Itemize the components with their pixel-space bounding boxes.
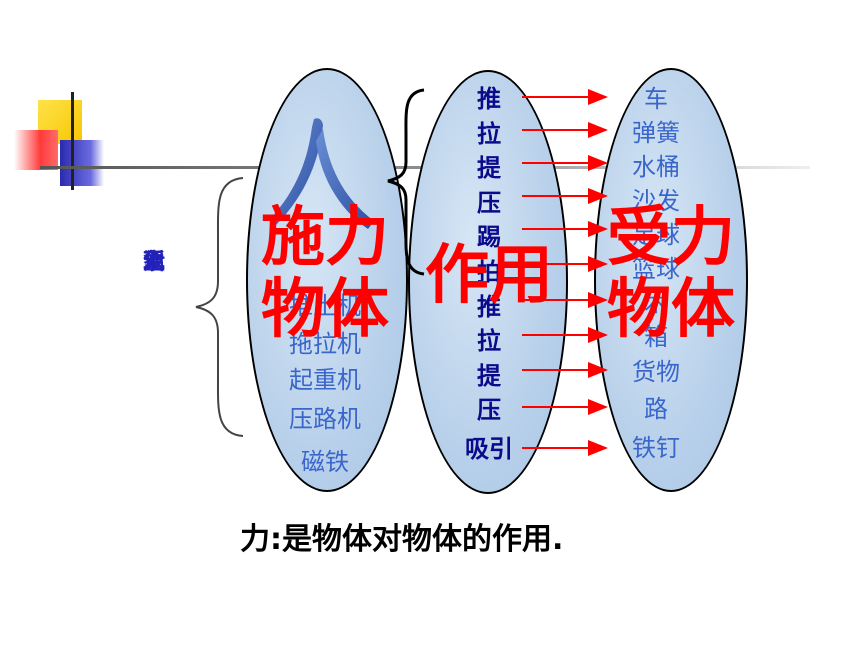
ellipse-actor <box>246 68 408 492</box>
verb: 拉 <box>477 119 501 148</box>
verb: 拍 <box>477 257 501 286</box>
actor-item: 推土机 <box>289 292 361 320</box>
receiver-item: 弹簧 <box>632 119 680 147</box>
verb: 提 <box>477 361 501 390</box>
actor-item: 拖拉机 <box>289 330 361 358</box>
receiver-item: 足球 <box>632 221 680 249</box>
verb: 推 <box>477 292 501 321</box>
verb: 压 <box>477 396 501 425</box>
actor-item: 起重机 <box>289 366 361 394</box>
actor-list: 推土机 拖拉机 起重机 压路机 磁铁 <box>262 285 388 485</box>
receiver-item: 铁钉 <box>632 434 680 462</box>
ornament-blue-square <box>60 140 104 186</box>
side-char: 生 <box>142 250 165 275</box>
receiver-item: 沙发 <box>632 187 680 215</box>
label-action: 作用 <box>414 240 564 312</box>
arrows <box>522 89 608 456</box>
action-verbs: 推 拉 提 压 踢 拍 推 拉 提 压 吸引 <box>454 82 524 470</box>
label-actor-line1: 施力 <box>261 201 389 275</box>
label-receiver: 受力 物体 <box>588 202 754 346</box>
label-action-text: 作用 <box>425 239 553 313</box>
ornament-red-square <box>14 130 58 170</box>
receiver-item: 路 <box>644 395 668 423</box>
person-icon <box>270 118 374 229</box>
corner-ornament <box>0 0 140 200</box>
middle-brace <box>387 88 425 276</box>
verb: 提 <box>477 154 501 183</box>
receiver-item: 篮球 <box>632 255 680 283</box>
receiver-item: 货物 <box>632 358 680 386</box>
receiver-list: 车 弹簧 水桶 沙发 足球 篮球 木 箱 货物 路 铁钉 <box>606 82 706 468</box>
label-receiver-line2: 物体 <box>607 273 735 347</box>
verb: 踢 <box>477 223 501 252</box>
receiver-item: 水桶 <box>632 153 680 181</box>
ellipse-action <box>408 70 568 494</box>
receiver-item: 木 <box>644 289 668 317</box>
actor-item: 磁铁 <box>301 448 349 476</box>
ornament-vertical-line <box>71 92 74 190</box>
receiver-item: 箱 <box>644 323 668 351</box>
verb: 吸引 <box>465 434 513 463</box>
label-actor-line2: 物体 <box>261 273 389 347</box>
left-brace <box>195 177 244 437</box>
side-char: 现 <box>142 250 165 275</box>
actor-item: 压路机 <box>289 405 361 433</box>
label-receiver-line1: 受力 <box>607 201 735 275</box>
receiver-item: 车 <box>644 85 668 113</box>
side-char: 象 <box>142 250 165 275</box>
ellipse-receiver <box>594 68 748 492</box>
side-char: 活 <box>142 250 165 275</box>
label-actor: 施力 物体 <box>240 202 410 346</box>
definition-text: 力:是物体对物体的作用. <box>240 522 564 557</box>
verb: 拉 <box>477 327 501 356</box>
verb: 推 <box>477 85 501 113</box>
verb: 压 <box>477 188 501 217</box>
